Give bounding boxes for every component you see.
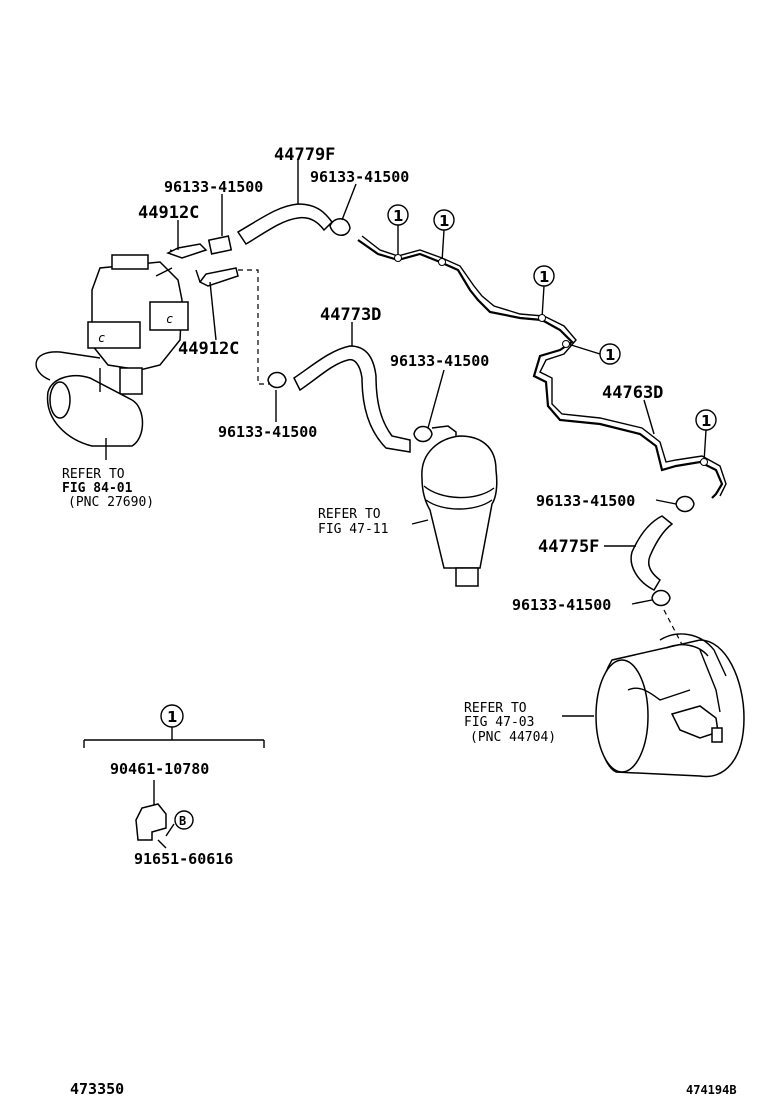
callout-markers: 1 1 1 1 1	[387, 204, 717, 466]
label-44912c-bottom: 44912C	[178, 339, 239, 359]
label-bolt-part: 91651-60616	[134, 850, 233, 868]
legend-callout-1: 1 B	[83, 704, 265, 849]
dash-connector-left	[238, 269, 270, 385]
leader-lines	[105, 160, 677, 717]
refer-left-line3: (PNC 27690)	[68, 495, 154, 510]
refer-note-left: REFER TO FIG 84-01 (PNC 27690)	[62, 467, 154, 510]
vacuum-tank	[421, 425, 498, 587]
label-clamp-e: 96133-41500	[536, 492, 635, 510]
callout-1-d: 1	[605, 346, 615, 364]
pipe-44763d	[357, 235, 727, 499]
callout-1-c: 1	[539, 268, 549, 286]
callout-1-e: 1	[701, 412, 711, 430]
footer-left-code: 473350	[70, 1080, 124, 1098]
refer-right-line1: REFER TO	[464, 701, 527, 716]
vacuum-switching-valve: c c	[87, 249, 201, 395]
refer-center-line2: FIG 47-11	[318, 522, 388, 537]
label-44763d: 44763D	[602, 383, 663, 403]
label-clamp-c: 96133-41500	[218, 423, 317, 441]
callout-1-a: 1	[393, 207, 403, 225]
label-44775f: 44775F	[538, 537, 599, 557]
label-44773d: 44773D	[320, 305, 381, 325]
callout-1-b: 1	[439, 212, 449, 230]
union-44912c-top	[166, 235, 233, 259]
refer-right-line2: FIG 47-03	[464, 715, 534, 730]
clamp-96133-f	[651, 589, 671, 607]
air-intake-assembly	[595, 633, 745, 778]
refer-left-line2: FIG 84-01	[62, 481, 133, 496]
legend-callout-marker: 1	[167, 708, 177, 726]
hose-44779f	[236, 203, 333, 246]
clamp-96133-a	[329, 218, 351, 236]
label-clamp-a: 96133-41500	[164, 178, 263, 196]
label-clamp-b: 96133-41500	[310, 168, 409, 186]
filter-canister-left	[35, 351, 144, 447]
clamp-96133-d	[413, 425, 433, 443]
hose-44773d	[293, 345, 411, 453]
clamp-96133-c	[267, 371, 287, 389]
footer-right-code: 474194B	[686, 1083, 737, 1097]
label-clamp-f: 96133-41500	[512, 596, 611, 614]
label-clamp-d: 96133-41500	[390, 352, 489, 370]
refer-left-line1: REFER TO	[62, 467, 125, 482]
refer-note-center: REFER TO FIG 47-11	[318, 507, 388, 537]
svg-text:c: c	[98, 331, 105, 345]
hose-44775f	[630, 515, 674, 591]
label-clamp-part: 90461-10780	[110, 760, 209, 778]
refer-note-right: REFER TO FIG 47-03 (PNC 44704)	[464, 701, 556, 745]
union-44912c-bottom	[198, 267, 239, 287]
clamp-96133-e	[675, 495, 695, 513]
label-44912c-top: 44912C	[138, 203, 199, 223]
label-44779f: 44779F	[274, 145, 335, 165]
refer-center-line1: REFER TO	[318, 507, 381, 522]
bolt-marker: B	[179, 814, 186, 828]
refer-right-line3: (PNC 44704)	[470, 730, 556, 745]
svg-text:c: c	[166, 312, 173, 326]
